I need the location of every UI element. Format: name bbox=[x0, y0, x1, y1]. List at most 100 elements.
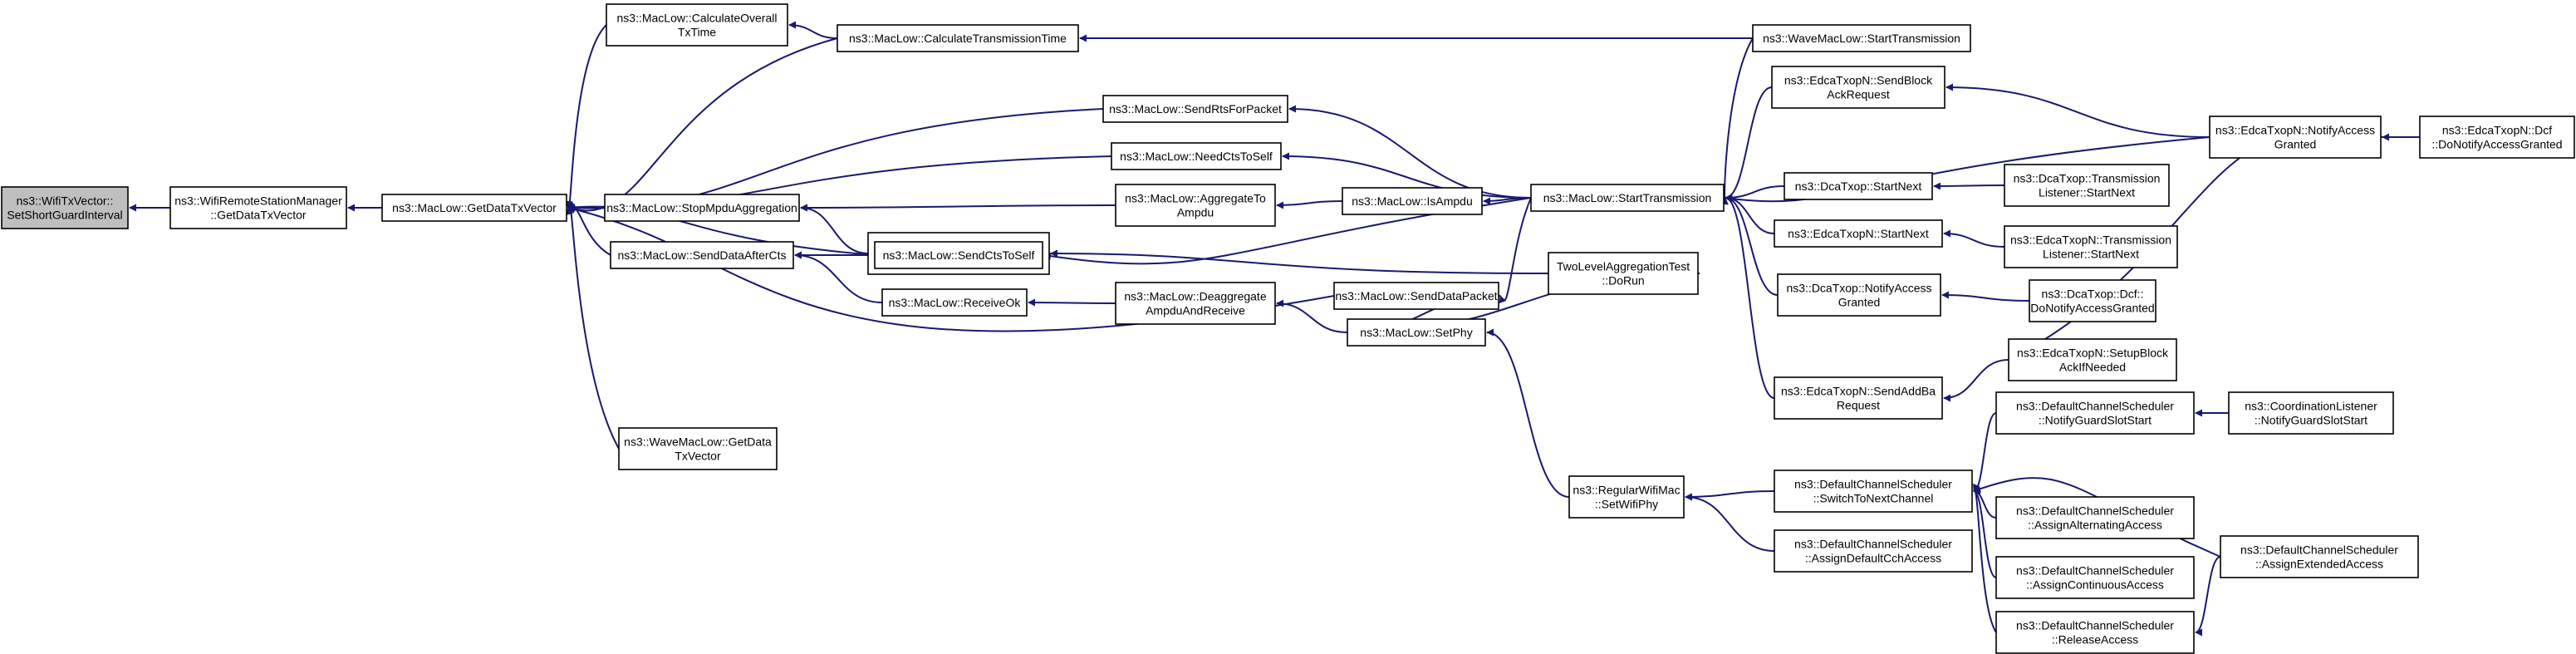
node-box bbox=[1771, 66, 1945, 109]
node-label: ns3::MacLow::AggregateTo bbox=[1125, 192, 1266, 205]
edge-wst-to-st bbox=[1720, 37, 1754, 205]
node-box bbox=[2004, 225, 2178, 268]
node-box bbox=[1342, 187, 1483, 215]
edge-esbar-to-st bbox=[1725, 86, 1773, 202]
graph-node-wst[interactable]: ns3::WaveMacLow::StartTransmission bbox=[1752, 24, 1971, 52]
graph-node-ncts[interactable]: ns3::MacLow::NeedCtsToSelf bbox=[1111, 142, 1282, 170]
edge-st-to-srts bbox=[1288, 105, 1532, 199]
node-label: ns3::EdcaTxopN::NotifyAccess bbox=[2215, 124, 2375, 137]
node-label: ns3::MacLow::SendRtsForPacket bbox=[1109, 102, 1282, 116]
edge-dstnc-to-rwsp bbox=[1685, 490, 1775, 501]
node-label: ::DoNotifyAccessGranted bbox=[2431, 138, 2562, 151]
graph-node-sdp[interactable]: ns3::MacLow::SendDataPacket bbox=[1333, 282, 1499, 310]
graph-node-clngss[interactable]: ns3::CoordinationListener::NotifyGuardSl… bbox=[2228, 391, 2394, 435]
node-label: TwoLevelAggregationTest bbox=[1557, 260, 1690, 273]
edge-dsn-to-st bbox=[1725, 185, 1785, 202]
graph-node-dtlsn[interactable]: ns3::DcaTxop::TransmissionListener::Star… bbox=[2004, 164, 2170, 207]
graph-node-dsn[interactable]: ns3::DcaTxop::StartNext bbox=[1784, 172, 1933, 200]
node-label: DoNotifyAccessGranted bbox=[2030, 302, 2154, 315]
node-box bbox=[2029, 279, 2156, 322]
node-box bbox=[1530, 184, 1725, 212]
node-label: ns3::MacLow::SendDataAfterCts bbox=[617, 248, 786, 262]
node-box bbox=[1774, 529, 1973, 573]
graph-node-ctt[interactable]: ns3::MacLow::CalculateTransmissionTime bbox=[837, 24, 1079, 52]
graph-node-esn[interactable]: ns3::EdcaTxopN::StartNext bbox=[1774, 219, 1943, 248]
graph-node-daca[interactable]: ns3::DefaultChannelScheduler::AssignCont… bbox=[1995, 556, 2195, 599]
edge-dadcca-to-rwsp bbox=[1685, 493, 1775, 552]
node-label: ns3::MacLow::CalculateOverall bbox=[617, 12, 778, 25]
node-label: ns3::WaveMacLow::GetData bbox=[624, 435, 772, 449]
edge-dra-to-dstnc bbox=[1973, 483, 1997, 633]
node-label: Granted bbox=[1838, 296, 1881, 309]
edge-st-to-scts bbox=[1043, 197, 1532, 265]
node-label: ::DoRun bbox=[1602, 274, 1644, 288]
node-box bbox=[881, 288, 1028, 317]
node-box bbox=[837, 24, 1079, 52]
edge-ddcf-to-dnag bbox=[1941, 291, 2030, 302]
node-label: SetShortGuardInterval bbox=[7, 209, 122, 222]
graph-node-sdac[interactable]: ns3::MacLow::SendDataAfterCts bbox=[610, 241, 794, 269]
graph-node-srts[interactable]: ns3::MacLow::SendRtsForPacket bbox=[1102, 95, 1288, 123]
node-label: ns3::EdcaTxopN::Dcf bbox=[2442, 124, 2552, 137]
graph-node-daea[interactable]: ns3::DefaultChannelScheduler::AssignExte… bbox=[2220, 535, 2419, 578]
graph-node-wgdtv[interactable]: ns3::WaveMacLow::GetDataTxVector bbox=[618, 427, 778, 470]
edge-etlsn-to-esn bbox=[1943, 229, 2005, 248]
node-label: ns3::DefaultChannelScheduler bbox=[2016, 504, 2174, 518]
graph-node-etlsn[interactable]: ns3::EdcaTxopN::TransmissionListener::St… bbox=[2004, 225, 2178, 268]
graph-node-scts[interactable]: ns3::MacLow::SendCtsToSelf bbox=[874, 241, 1043, 269]
graph-node-gdtv[interactable]: ns3::MacLow::GetDataTxVector bbox=[381, 194, 567, 222]
graph-node-wrsm[interactable]: ns3::WifiRemoteStationManager::GetDataTx… bbox=[169, 186, 347, 229]
graph-node-isampdu[interactable]: ns3::MacLow::IsAmpdu bbox=[1342, 187, 1483, 215]
edge-esab-to-st bbox=[1725, 194, 1775, 399]
node-label: Request bbox=[1837, 399, 1880, 412]
graph-node-smpdu[interactable]: ns3::MacLow::StopMpduAggregation bbox=[604, 194, 800, 222]
node-box bbox=[1995, 496, 2195, 539]
node-label: ::SetWifiPhy bbox=[1595, 498, 1658, 511]
node-label: TxVector bbox=[675, 450, 721, 463]
node-label: TxTime bbox=[678, 26, 716, 39]
graph-node-rok[interactable]: ns3::MacLow::ReceiveOk bbox=[881, 288, 1028, 317]
graph-node-daaa[interactable]: ns3::DefaultChannelScheduler::AssignAlte… bbox=[1995, 496, 2195, 539]
graph-node-edcf[interactable]: ns3::EdcaTxopN::Dcf::DoNotifyAccessGrant… bbox=[2419, 116, 2575, 159]
node-box bbox=[1995, 556, 2195, 599]
graph-node-enag[interactable]: ns3::EdcaTxopN::NotifyAccessGranted bbox=[2209, 116, 2382, 159]
node-label: ::AssignAlternatingAccess bbox=[2028, 519, 2162, 532]
node-label: ::AssignExtendedAccess bbox=[2255, 558, 2383, 571]
node-box bbox=[1, 186, 129, 229]
node-label: ::GetDataTxVector bbox=[210, 209, 306, 222]
graph-node-dnag[interactable]: ns3::DcaTxop::NotifyAccessGranted bbox=[1777, 273, 1941, 317]
node-box bbox=[381, 194, 567, 222]
graph-node-sphy[interactable]: ns3::MacLow::SetPhy bbox=[1347, 318, 1486, 347]
node-label: ns3::MacLow::Deaggregate bbox=[1124, 290, 1266, 303]
node-label: ns3::DcaTxop::Transmission bbox=[2014, 172, 2161, 185]
edge-esbai-to-esab bbox=[1943, 359, 2009, 402]
node-label: ns3::MacLow::CalculateTransmissionTime bbox=[849, 32, 1067, 45]
node-label: ::AssignDefaultCchAccess bbox=[1805, 552, 1941, 565]
node-label: Granted bbox=[2274, 138, 2317, 151]
node-label: ns3::EdcaTxopN::Transmission bbox=[2010, 234, 2171, 247]
edge-tlat-to-pma bbox=[1050, 249, 1549, 274]
graph-node-rwsp[interactable]: ns3::RegularWifiMac::SetWifiPhy bbox=[1568, 475, 1685, 519]
node-box bbox=[1115, 282, 1276, 325]
edge-daca-to-dstnc bbox=[1973, 487, 1997, 578]
graph-node-tlat[interactable]: TwoLevelAggregationTest::DoRun bbox=[1548, 252, 1699, 295]
graph-node-dstnc[interactable]: ns3::DefaultChannelScheduler::SwitchToNe… bbox=[1774, 470, 1973, 513]
node-label: ns3::RegularWifiMac bbox=[1573, 484, 1680, 497]
graph-node-dra[interactable]: ns3::DefaultChannelScheduler::ReleaseAcc… bbox=[1995, 611, 2195, 654]
node-box bbox=[1568, 475, 1685, 519]
graph-node-st[interactable]: ns3::MacLow::StartTransmission bbox=[1530, 184, 1725, 212]
graph-node-ddcf[interactable]: ns3::DcaTxop::Dcf::DoNotifyAccessGranted bbox=[2029, 279, 2156, 322]
graph-node-dngss[interactable]: ns3::DefaultChannelScheduler::NotifyGuar… bbox=[1995, 391, 2195, 435]
graph-node-root[interactable]: ns3::WifiTxVector::SetShortGuardInterval bbox=[1, 186, 129, 229]
node-label: ns3::EdcaTxopN::SendAddBa bbox=[1781, 385, 1936, 398]
edge-esn-to-st bbox=[1725, 194, 1775, 234]
graph-node-dadcca[interactable]: ns3::DefaultChannelScheduler::AssignDefa… bbox=[1774, 529, 1973, 573]
node-box bbox=[618, 427, 778, 470]
